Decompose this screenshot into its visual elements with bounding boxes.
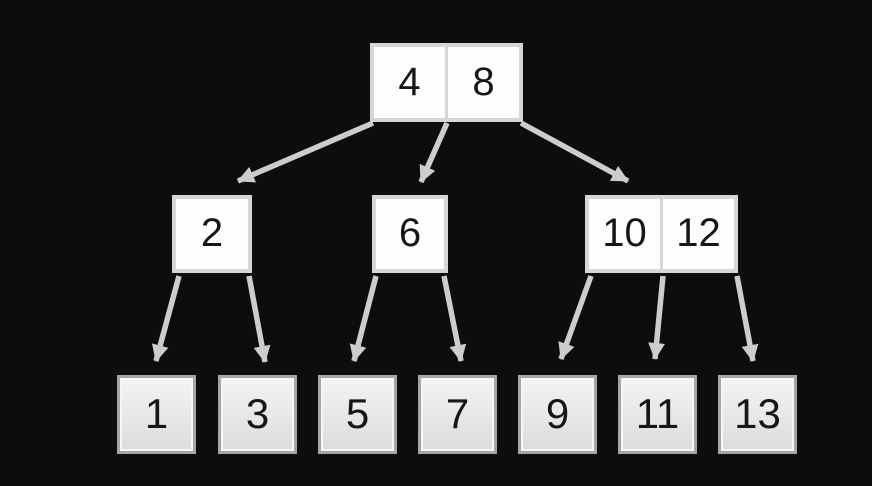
tree-node-root: 4 8	[370, 43, 523, 122]
edge-node-6-to-leaf-5	[349, 275, 379, 362]
tree-key: 13	[734, 389, 781, 437]
tree-key: 3	[245, 389, 270, 437]
tree-leaf-13: 13	[718, 375, 797, 454]
tree-key: 6	[398, 211, 422, 255]
edge-root-to-node-10-12	[519, 120, 630, 184]
edge-node-10-12-to-leaf-11	[648, 275, 666, 360]
edge-group	[151, 120, 759, 363]
tree-key: 2	[200, 211, 224, 255]
edge-node-10-12-to-leaf-9	[558, 275, 594, 360]
tree-node-6: 6	[372, 195, 448, 273]
tree-leaf-11: 11	[618, 375, 697, 454]
tree-key: 9	[545, 389, 570, 437]
edge-root-to-node-2	[236, 120, 375, 184]
tree-key: 8	[445, 47, 519, 118]
tree-leaf-3: 3	[218, 375, 297, 454]
tree-node-10-12: 10 12	[585, 195, 738, 273]
edge-node-2-to-leaf-1	[151, 275, 182, 362]
edge-node-10-12-to-leaf-13	[734, 275, 759, 362]
edge-node-2-to-leaf-3	[246, 275, 271, 363]
tree-leaf-5: 5	[318, 375, 397, 454]
tree-key: 4	[398, 59, 421, 104]
tree-node-2: 2	[172, 195, 252, 273]
tree-leaf-1: 1	[117, 375, 196, 454]
tree-key: 12	[660, 199, 734, 269]
tree-key: 11	[635, 389, 680, 437]
tree-key: 7	[445, 389, 470, 437]
edge-node-6-to-leaf-7	[441, 275, 467, 362]
tree-key: 1	[144, 389, 169, 437]
edge-root-to-node-6	[418, 121, 450, 184]
tree-key: 5	[345, 389, 370, 437]
tree-leaf-9: 9	[518, 375, 597, 454]
tree-leaf-7: 7	[418, 375, 497, 454]
tree-key: 10	[602, 211, 647, 255]
